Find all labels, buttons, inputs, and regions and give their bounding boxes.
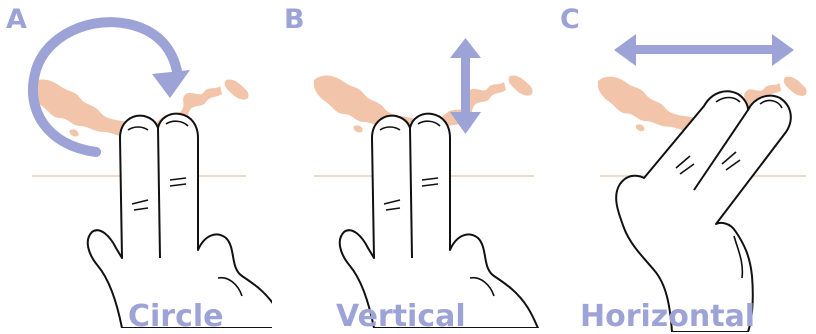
panel-horizontal: C Horizontal <box>544 0 816 332</box>
panel-letter: A <box>6 4 27 35</box>
gesture-label: Vertical <box>336 299 466 334</box>
vertical-double-arrow-icon <box>450 38 481 134</box>
two-finger-hand-icon <box>338 112 539 328</box>
panel-circle: A Circle <box>0 0 272 332</box>
two-finger-hand-icon <box>86 112 272 328</box>
two-finger-hand-icon <box>615 90 792 332</box>
gesture-label: Horizontal <box>580 299 756 334</box>
circular-arrow-icon <box>27 17 190 157</box>
panel-letter: B <box>284 4 305 35</box>
gesture-label: Circle <box>128 299 224 334</box>
horizontal-double-arrow-icon <box>614 34 794 66</box>
panel-letter: C <box>560 4 580 35</box>
panel-vertical: B Vertical <box>272 0 544 332</box>
